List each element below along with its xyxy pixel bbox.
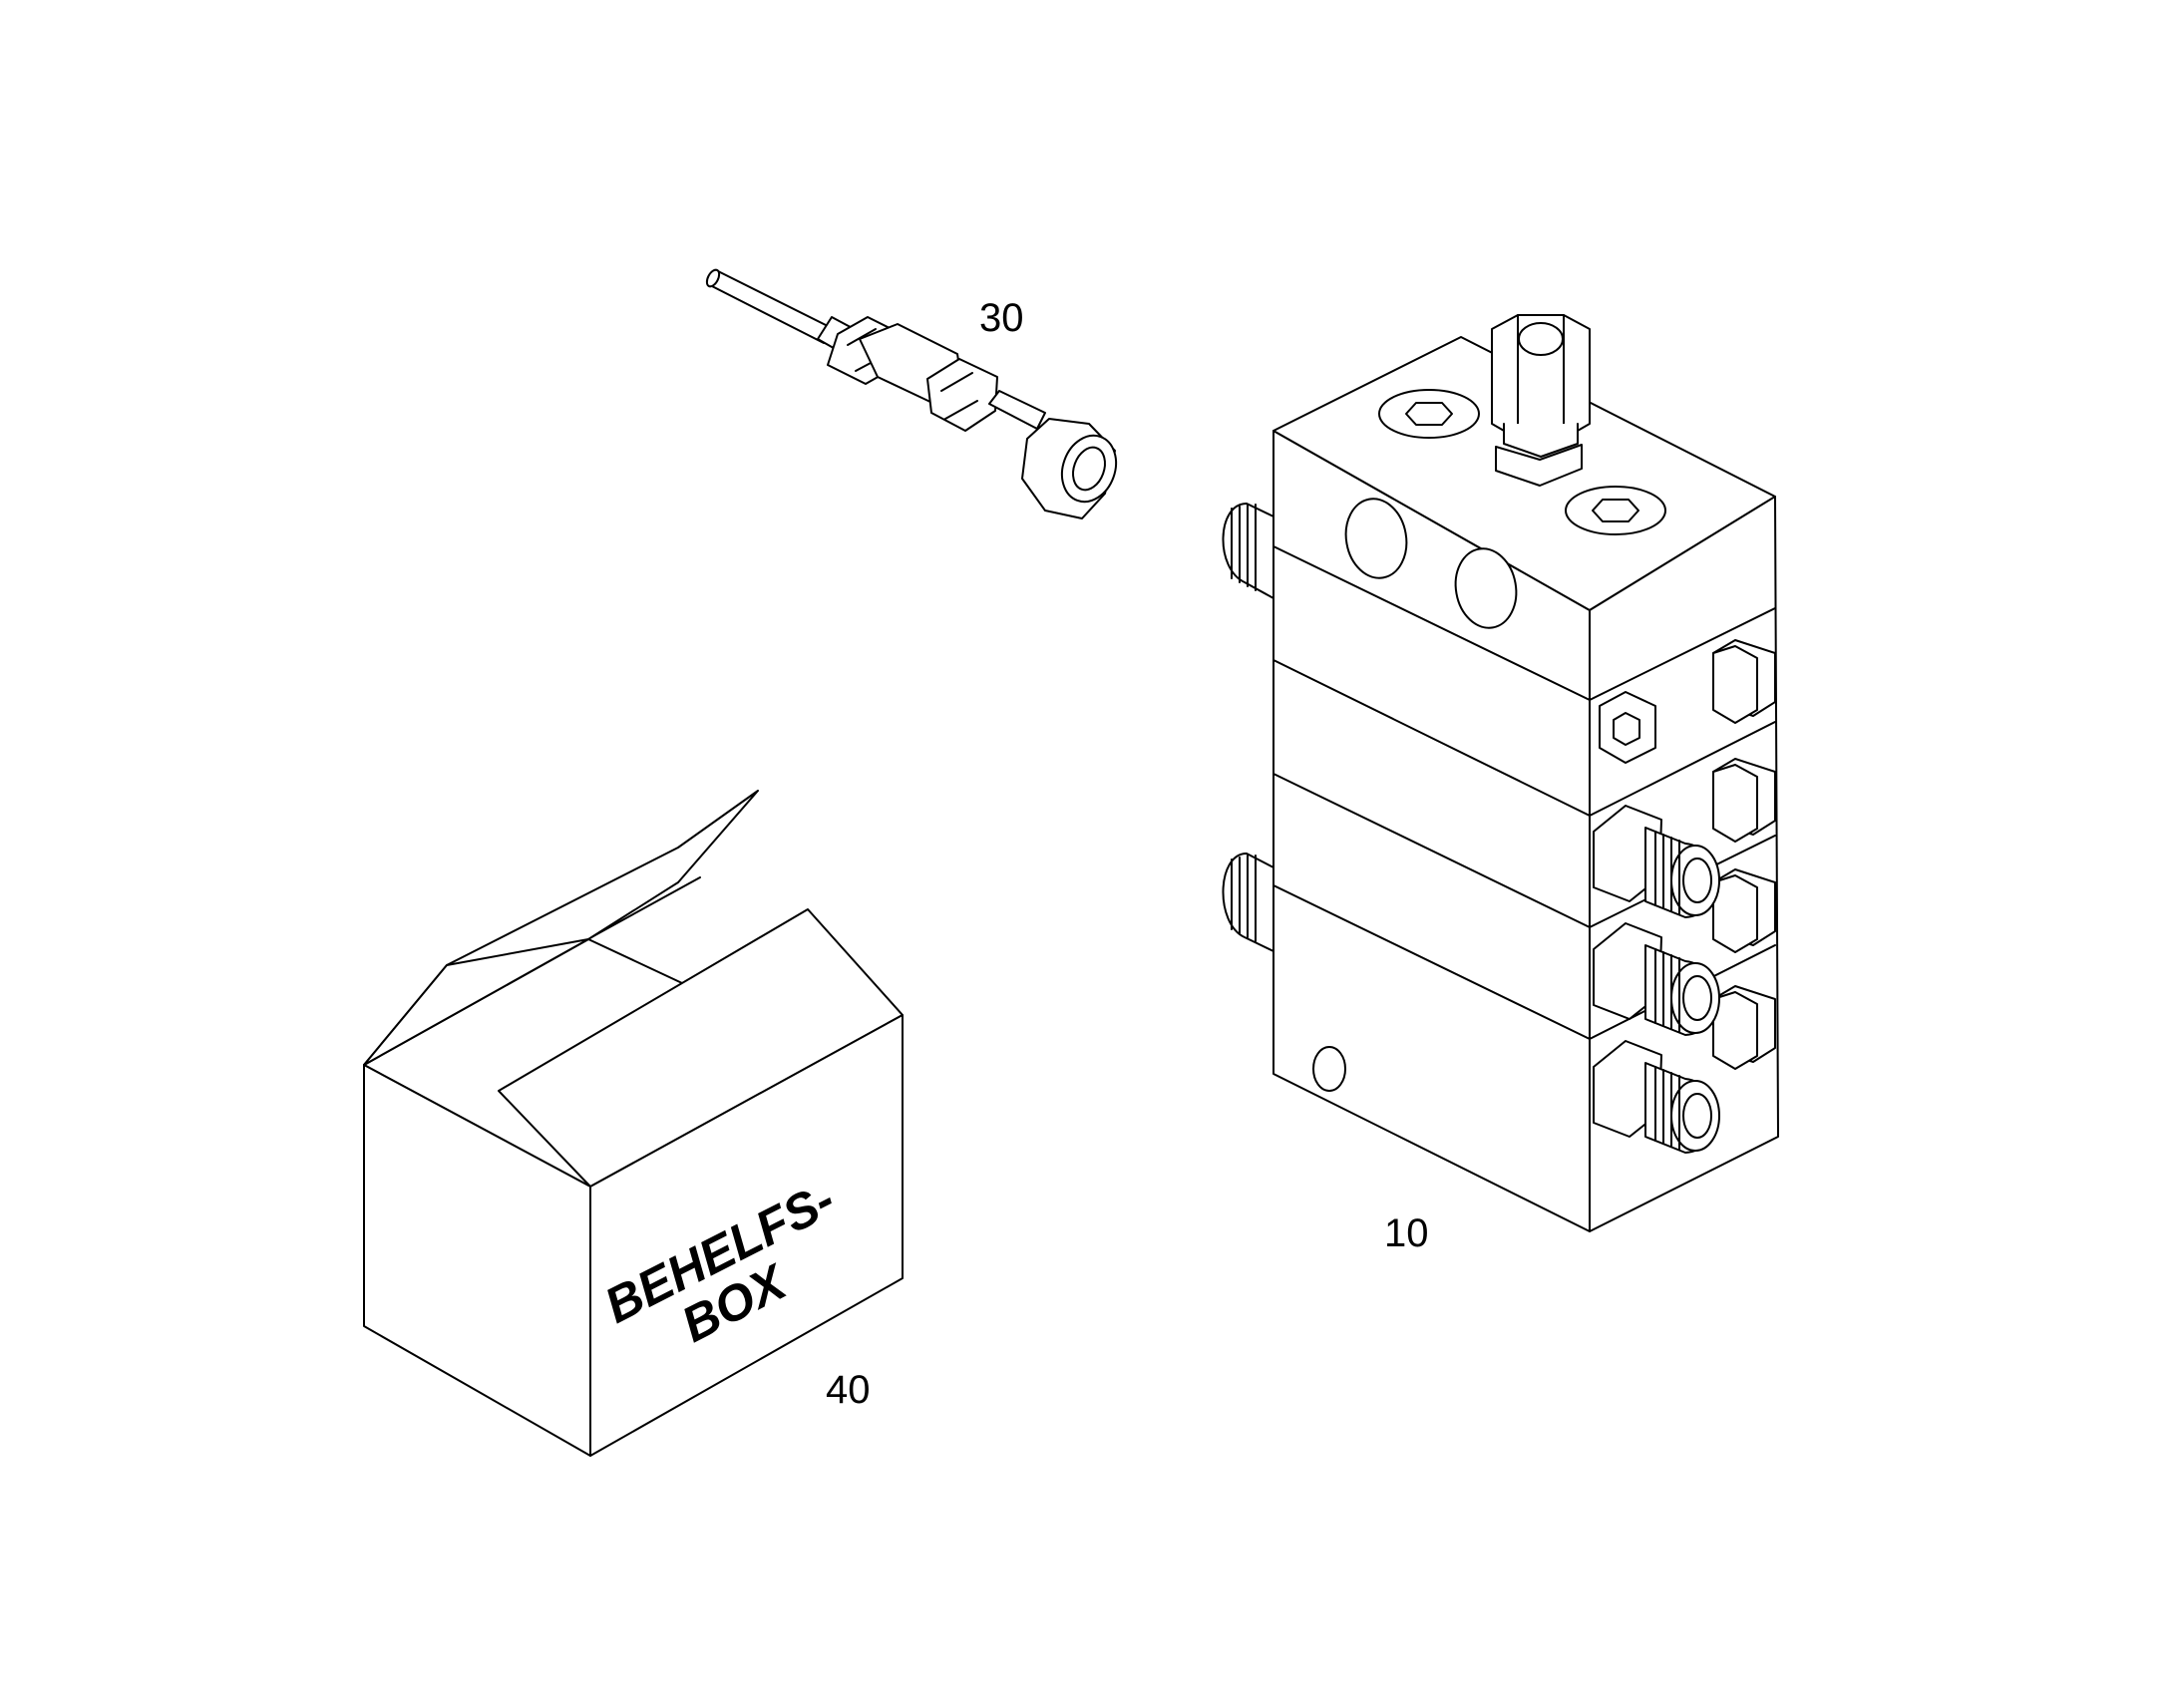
threaded-outlet — [1593, 922, 1720, 1036]
cardboard-box-part-40: BEHELFS- BOX 40 — [363, 790, 904, 1457]
threaded-outlet — [1593, 805, 1720, 918]
hex-plug — [1712, 758, 1776, 843]
hex-plug — [1712, 985, 1776, 1070]
callout-10: 10 — [1384, 1211, 1429, 1255]
distributor-block-part-10: 10 — [1222, 314, 1779, 1255]
callout-40: 40 — [826, 1368, 871, 1412]
tube-fitting-part-30: 30 — [705, 268, 1118, 519]
threaded-outlet — [1593, 1040, 1720, 1154]
hex-plug — [1712, 868, 1776, 953]
callout-30: 30 — [979, 296, 1024, 340]
hex-plug — [1712, 639, 1776, 724]
